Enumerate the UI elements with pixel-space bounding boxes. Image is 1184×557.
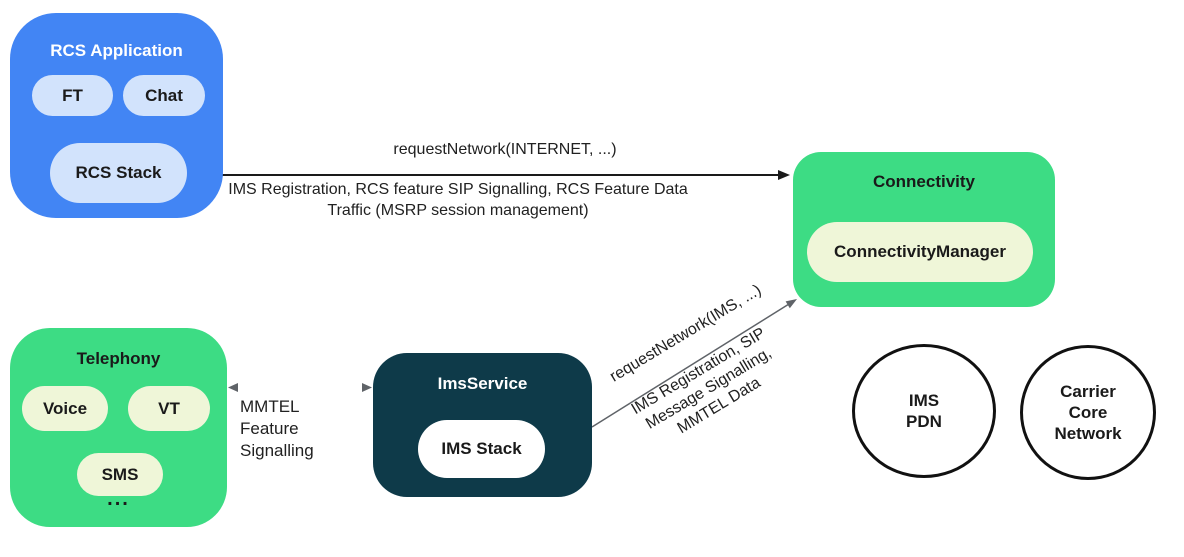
internet-arrow-label-below: IMS Registration, RCS feature SIP Signal… bbox=[208, 179, 708, 221]
mmtel-label-line3: Signalling bbox=[240, 441, 314, 460]
ims-stack-pill: IMS Stack bbox=[418, 420, 545, 478]
sms-pill: SMS bbox=[77, 453, 163, 496]
rcs-application-box: RCS Application FT Chat RCS Stack bbox=[10, 13, 223, 218]
mmtel-link-label: MMTEL Feature Signalling bbox=[240, 396, 314, 462]
carrier-line3: Network bbox=[1054, 424, 1122, 443]
internet-arrow-label-below-line2: Traffic (MSRP session management) bbox=[327, 202, 589, 219]
telephony-box: Telephony Voice VT SMS ... bbox=[10, 328, 227, 527]
ims-arrow-head-icon bbox=[785, 299, 797, 309]
telephony-ellipsis: ... bbox=[107, 488, 130, 510]
connectivity-manager-pill: ConnectivityManager bbox=[807, 222, 1033, 282]
rcs-stack-pill: RCS Stack bbox=[50, 143, 187, 203]
carrier-line1: Carrier bbox=[1060, 382, 1116, 401]
mmtel-arrow-head-left-icon bbox=[228, 383, 238, 392]
ims-pdn-circle: IMS PDN bbox=[852, 344, 996, 478]
carrier-line2: Core bbox=[1068, 403, 1108, 422]
carrier-core-network-circle: Carrier Core Network bbox=[1020, 345, 1156, 480]
voice-pill: Voice bbox=[22, 386, 108, 431]
internet-arrow-label-above: requestNetwork(INTERNET, ...) bbox=[393, 141, 617, 158]
rcs-application-title: RCS Application bbox=[50, 41, 183, 60]
mmtel-label-line2: Feature bbox=[240, 419, 299, 438]
telephony-title: Telephony bbox=[76, 349, 161, 368]
mmtel-arrow-head-right-icon bbox=[362, 383, 372, 392]
ims-service-title: ImsService bbox=[437, 374, 528, 393]
ft-pill: FT bbox=[32, 75, 113, 116]
connectivity-box: Connectivity ConnectivityManager bbox=[793, 152, 1055, 307]
internet-arrow-label-below-line1: IMS Registration, RCS feature SIP Signal… bbox=[228, 181, 688, 198]
ims-pdn-line2: PDN bbox=[906, 412, 942, 431]
connectivity-title: Connectivity bbox=[872, 172, 976, 191]
chat-pill: Chat bbox=[123, 75, 205, 116]
mmtel-label-line1: MMTEL bbox=[240, 397, 300, 416]
vt-pill: VT bbox=[128, 386, 210, 431]
ims-service-box: ImsService IMS Stack bbox=[373, 353, 592, 497]
internet-arrow-head-right-icon bbox=[778, 170, 790, 180]
ims-pdn-line1: IMS bbox=[908, 391, 940, 410]
